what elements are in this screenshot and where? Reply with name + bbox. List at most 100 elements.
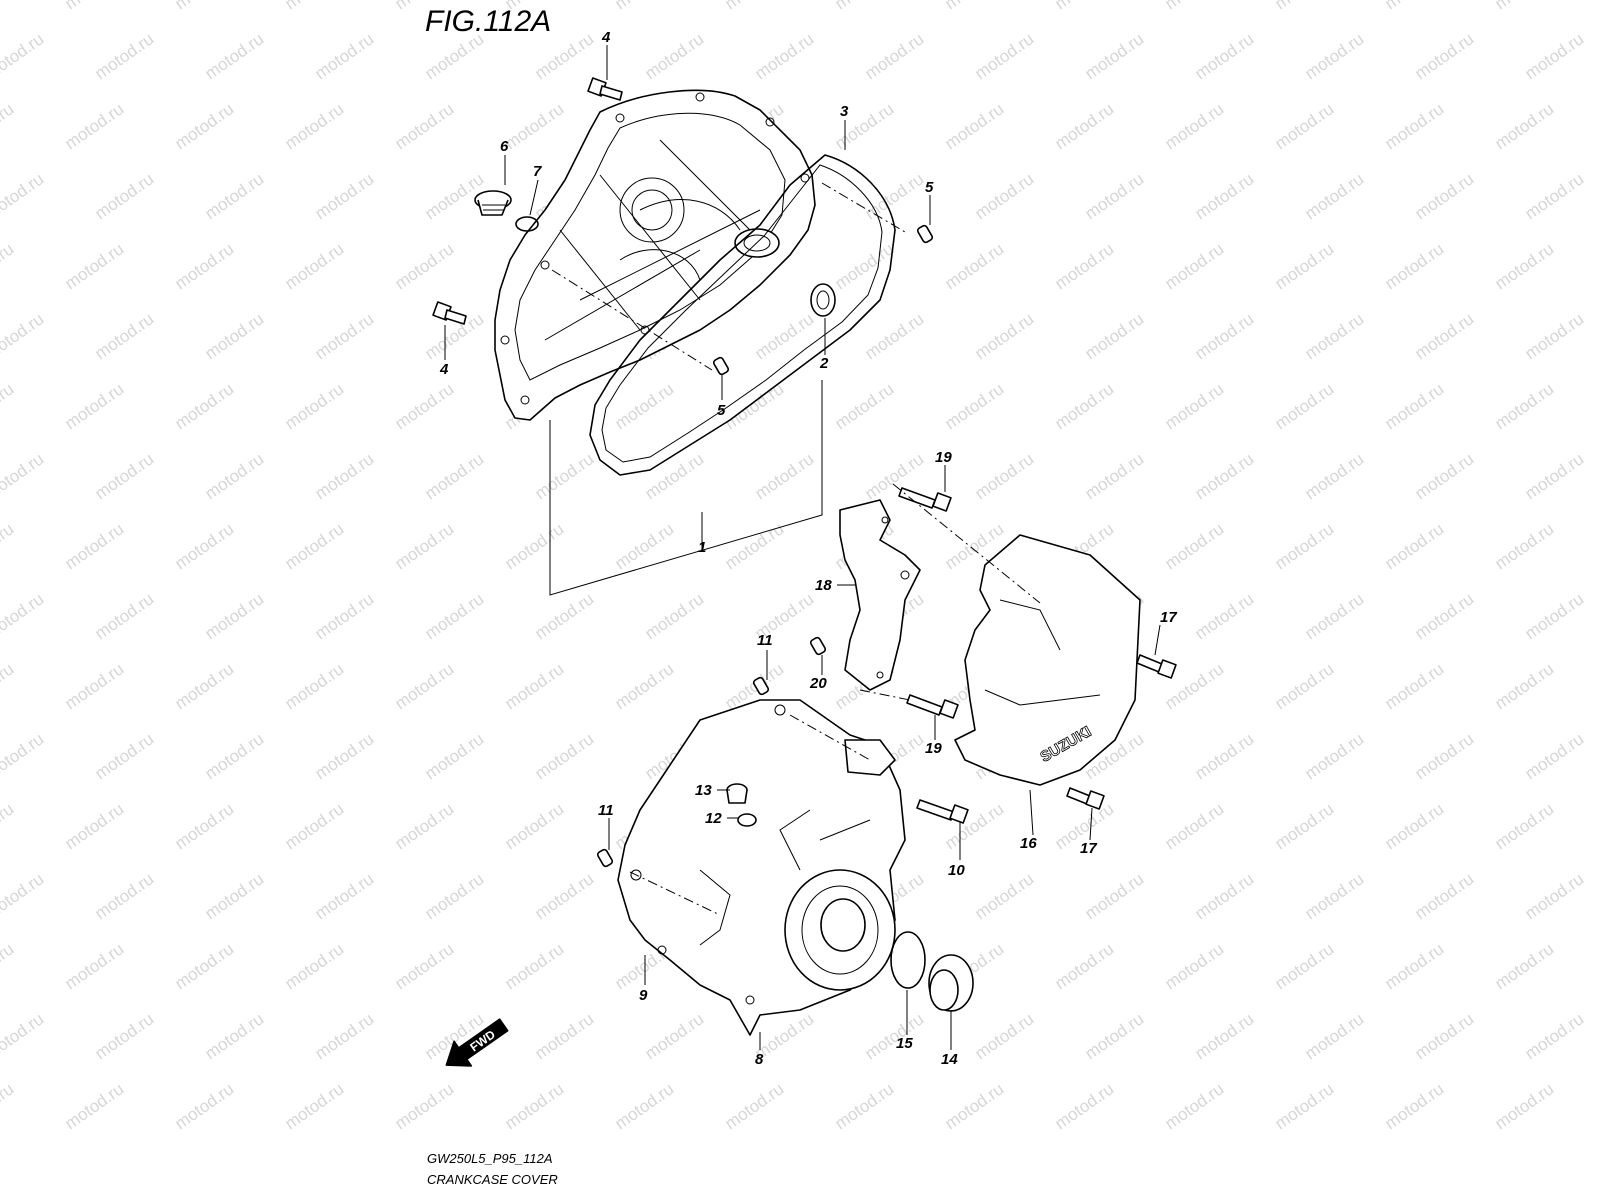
watermark-text: motod.ru (91, 729, 157, 783)
watermark-text: motod.ru (1271, 99, 1337, 153)
watermark-text: motod.ru (971, 29, 1037, 83)
watermark-text: motod.ru (0, 1079, 17, 1133)
watermark-text: motod.ru (1081, 1009, 1147, 1063)
watermark-text: motod.ru (91, 589, 157, 643)
watermark-text: motod.ru (1191, 869, 1257, 923)
watermark-text: motod.ru (1521, 29, 1587, 83)
watermark-text: motod.ru (1161, 519, 1227, 573)
watermark-text: motod.ru (531, 449, 597, 503)
watermark-text: motod.ru (201, 589, 267, 643)
callout-6: 6 (500, 138, 509, 155)
watermark-text: motod.ru (1161, 799, 1227, 853)
watermark-text: motod.ru (311, 309, 377, 363)
watermark-text: motod.ru (1081, 309, 1147, 363)
watermark-text: motod.ru (1271, 799, 1337, 853)
watermark-text: motod.ru (1381, 659, 1447, 713)
watermark-text: motod.ru (611, 0, 677, 13)
watermark-text: motod.ru (1161, 379, 1227, 433)
watermark-text: motod.ru (171, 659, 237, 713)
watermark-text: motod.ru (1191, 449, 1257, 503)
watermark-text: motod.ru (171, 239, 237, 293)
watermark-text: motod.ru (1521, 729, 1587, 783)
bolt (432, 301, 467, 325)
watermark-text: motod.ru (421, 869, 487, 923)
watermark-text: motod.ru (201, 169, 267, 223)
watermark-text: motod.ru (1051, 379, 1117, 433)
watermark-text: motod.ru (1411, 729, 1477, 783)
watermark-text: motod.ru (1081, 869, 1147, 923)
watermark-text: motod.ru (941, 99, 1007, 153)
callout-5: 5 (717, 402, 726, 419)
watermark-text: motod.ru (861, 29, 927, 83)
dowel-pin (712, 356, 730, 376)
o-ring (890, 931, 926, 989)
callout-3: 3 (840, 103, 849, 120)
bolt (587, 77, 623, 101)
watermark-text: motod.ru (1271, 519, 1337, 573)
watermark-text: motod.ru (1381, 939, 1447, 993)
watermark-text: motod.ru (501, 519, 567, 573)
watermark-text: motod.ru (201, 449, 267, 503)
watermark-text: motod.ru (1521, 1009, 1587, 1063)
watermark-text: motod.ru (91, 29, 157, 83)
watermark-text: motod.ru (861, 1009, 927, 1063)
watermark-text: motod.ru (1191, 309, 1257, 363)
watermark-text: motod.ru (1301, 729, 1367, 783)
watermark-text: motod.ru (941, 379, 1007, 433)
watermark-text: motod.ru (91, 1009, 157, 1063)
cover-gasket (589, 154, 896, 476)
watermark-text: motod.ru (171, 1079, 237, 1133)
callout-19: 19 (935, 449, 952, 466)
watermark-text: motod.ru (751, 309, 817, 363)
watermark-text: motod.ru (171, 0, 237, 13)
watermark-text: motod.ru (1271, 379, 1337, 433)
watermark-text: motod.ru (1051, 1079, 1117, 1133)
watermark-text: motod.ru (1411, 29, 1477, 83)
watermark-text: motod.ru (531, 589, 597, 643)
watermark-text: motod.ru (391, 239, 457, 293)
crankcase-cover-upper (494, 89, 816, 421)
watermark-text: motod.ru (1491, 659, 1557, 713)
watermark-text: motod.ru (1411, 869, 1477, 923)
watermark-text: motod.ru (971, 449, 1037, 503)
watermark-text: motod.ru (61, 1079, 127, 1133)
watermark-text: motod.ru (0, 869, 47, 923)
watermark-text: motod.ru (1491, 379, 1557, 433)
watermark-text: motod.ru (1411, 449, 1477, 503)
watermark-text: motod.ru (1191, 169, 1257, 223)
watermark-text: motod.ru (1491, 1079, 1557, 1133)
watermark-text: motod.ru (1381, 99, 1447, 153)
watermark-text: motod.ru (611, 519, 677, 573)
watermark-text: motod.ru (941, 0, 1007, 13)
bolt (1066, 787, 1105, 810)
watermark-text: motod.ru (641, 449, 707, 503)
watermark-text: motod.ru (971, 309, 1037, 363)
callout-4: 4 (439, 361, 449, 378)
watermark-text: motod.ru (91, 869, 157, 923)
watermark-text: motod.ru (1521, 449, 1587, 503)
watermark-text: motod.ru (391, 659, 457, 713)
watermark-text: motod.ru (1521, 309, 1587, 363)
callout-1: 1 (698, 539, 706, 556)
watermark-text: motod.ru (171, 519, 237, 573)
watermark-text: motod.ru (0, 659, 17, 713)
callout-9: 9 (639, 987, 648, 1004)
watermark-text: motod.ru (1301, 309, 1367, 363)
watermark-text: motod.ru (61, 0, 127, 13)
watermark-text: motod.ru (1161, 939, 1227, 993)
watermark-text: motod.ru (1161, 99, 1227, 153)
callout-labels: 4 3 6 7 5 4 2 5 1 19 18 17 11 20 19 13 1… (439, 29, 1177, 1068)
watermark-text: motod.ru (1301, 1009, 1367, 1063)
watermark-text: motod.ru (0, 29, 47, 83)
watermark-text: motod.ru (281, 239, 347, 293)
dowel-pin (916, 224, 934, 244)
watermark-text: motod.ru (1161, 239, 1227, 293)
watermark-text: motod.ru (1301, 869, 1367, 923)
watermark-text: motod.ru (421, 589, 487, 643)
watermark-text: motod.ru (1521, 869, 1587, 923)
watermark-text: motod.ru (391, 379, 457, 433)
callout-13: 13 (695, 782, 712, 799)
watermark-text: motod.ru (831, 1079, 897, 1133)
watermark-text: motod.ru (1051, 0, 1117, 13)
watermark-text: motod.ru (0, 519, 17, 573)
